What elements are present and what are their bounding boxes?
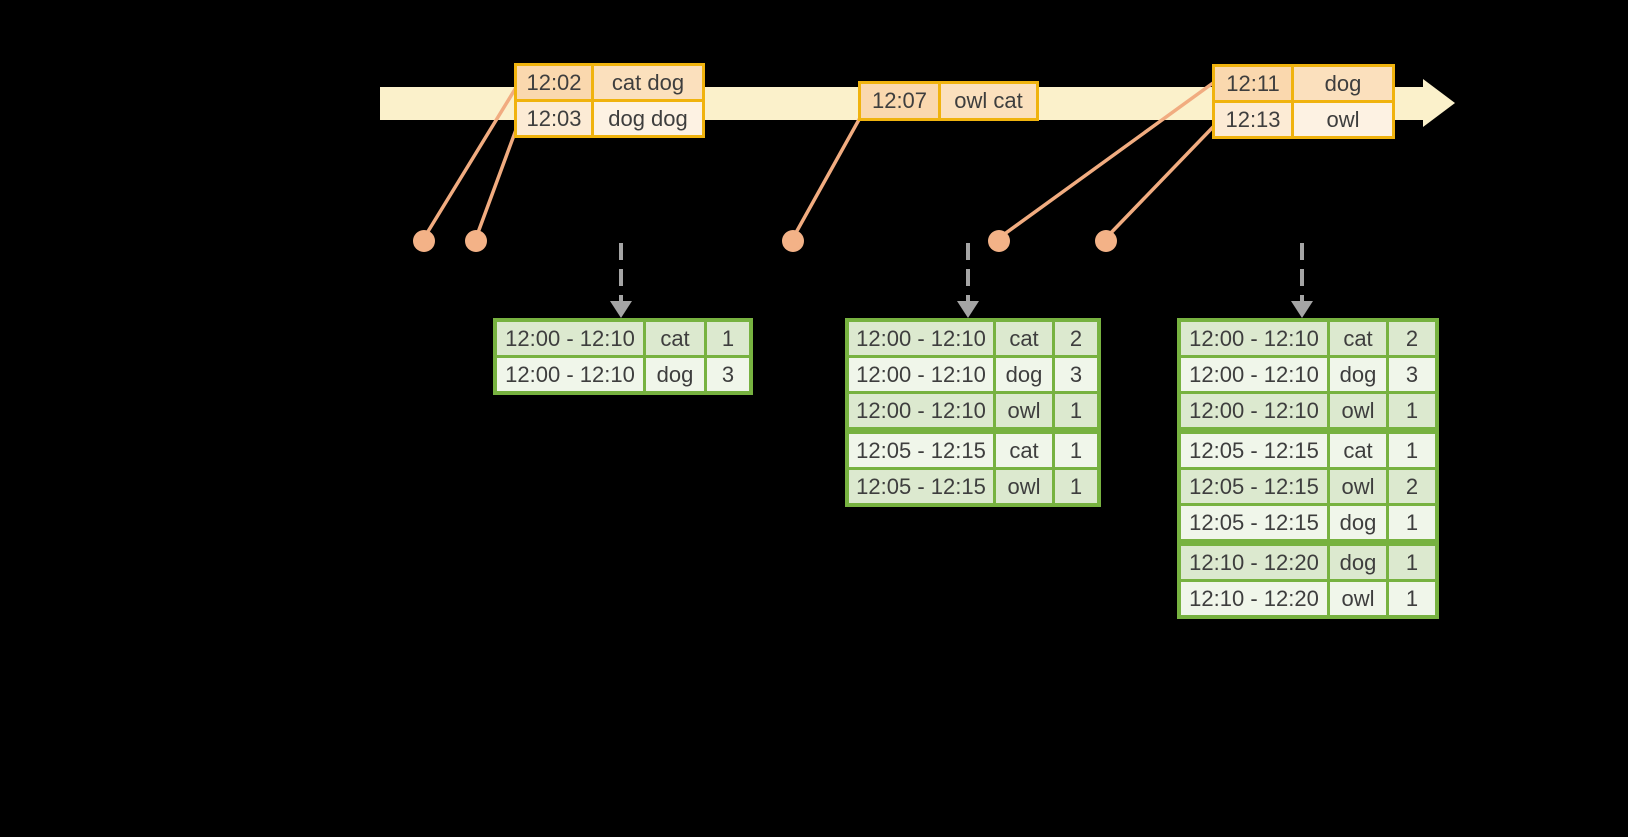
- trigger-down-arrow-icon: [957, 243, 979, 318]
- window-cell: 12:10 - 12:20: [1181, 582, 1327, 615]
- timeline-arrowhead-icon: [1423, 79, 1455, 127]
- count-cell: 2: [1055, 322, 1097, 355]
- event-time-dot: [782, 230, 804, 252]
- count-cell: 1: [1389, 394, 1435, 427]
- window-cell: 12:05 - 12:15: [849, 434, 993, 467]
- event-time-cell: 12:11: [1215, 67, 1291, 100]
- window-cell: 12:00 - 12:10: [849, 322, 993, 355]
- count-cell: 1: [1389, 582, 1435, 615]
- word-cell: dog: [996, 358, 1052, 391]
- word-cell: owl: [996, 470, 1052, 503]
- count-cell: 2: [1389, 322, 1435, 355]
- window-cell: 12:10 - 12:20: [1181, 546, 1327, 579]
- word-cell: owl: [996, 394, 1052, 427]
- word-cell: dog: [1330, 506, 1386, 539]
- event-words-cell: cat dog: [594, 66, 702, 99]
- event-time-dot: [988, 230, 1010, 252]
- event-connector-line: [997, 81, 1215, 240]
- window-cell: 12:00 - 12:10: [1181, 358, 1327, 391]
- word-cell: cat: [1330, 322, 1386, 355]
- trigger-down-arrow-icon: [610, 243, 632, 318]
- event-connector-line: [474, 125, 519, 240]
- event-time-dot: [465, 230, 487, 252]
- event-words-cell: owl: [1294, 103, 1392, 136]
- count-cell: 1: [1055, 394, 1097, 427]
- event-connector-line: [791, 114, 863, 240]
- event-time-cell: 12:02: [517, 66, 591, 99]
- window-cell: 12:00 - 12:10: [497, 322, 643, 355]
- trigger-arrow-head: [610, 301, 632, 318]
- word-cell: dog: [646, 358, 704, 391]
- count-cell: 2: [1389, 470, 1435, 503]
- word-cell: cat: [646, 322, 704, 355]
- window-cell: 12:05 - 12:15: [849, 470, 993, 503]
- word-cell: cat: [1330, 434, 1386, 467]
- window-cell: 12:00 - 12:10: [497, 358, 643, 391]
- event-connector-line: [1104, 125, 1215, 240]
- window-cell: 12:00 - 12:10: [1181, 322, 1327, 355]
- count-cell: 1: [1389, 546, 1435, 579]
- event-time-cell: 12:03: [517, 102, 591, 135]
- count-cell: 1: [1055, 470, 1097, 503]
- window-cell: 12:00 - 12:10: [849, 358, 993, 391]
- word-cell: dog: [1330, 358, 1386, 391]
- count-cell: 1: [1389, 506, 1435, 539]
- word-cell: owl: [1330, 470, 1386, 503]
- count-cell: 1: [707, 322, 749, 355]
- word-cell: cat: [996, 322, 1052, 355]
- word-cell: dog: [1330, 546, 1386, 579]
- event-words-cell: owl cat: [941, 84, 1036, 118]
- count-cell: 3: [707, 358, 749, 391]
- event-time-cell: 12:07: [861, 84, 938, 118]
- window-cell: 12:05 - 12:15: [1181, 506, 1327, 539]
- count-cell: 3: [1055, 358, 1097, 391]
- trigger-down-arrow-icon: [1291, 243, 1313, 318]
- event-connector-line: [422, 84, 519, 240]
- count-cell: 1: [1055, 434, 1097, 467]
- event-time-dot: [1095, 230, 1117, 252]
- count-cell: 3: [1389, 358, 1435, 391]
- word-cell: cat: [996, 434, 1052, 467]
- trigger-arrow-head: [957, 301, 979, 318]
- event-words-cell: dog: [1294, 67, 1392, 100]
- window-cell: 12:00 - 12:10: [1181, 394, 1327, 427]
- window-cell: 12:00 - 12:10: [849, 394, 993, 427]
- count-cell: 1: [1389, 434, 1435, 467]
- word-cell: owl: [1330, 394, 1386, 427]
- event-time-cell: 12:13: [1215, 103, 1291, 136]
- word-cell: owl: [1330, 582, 1386, 615]
- trigger-arrow-head: [1291, 301, 1313, 318]
- event-time-dot: [413, 230, 435, 252]
- event-words-cell: dog dog: [594, 102, 702, 135]
- window-cell: 12:05 - 12:15: [1181, 470, 1327, 503]
- window-cell: 12:05 - 12:15: [1181, 434, 1327, 467]
